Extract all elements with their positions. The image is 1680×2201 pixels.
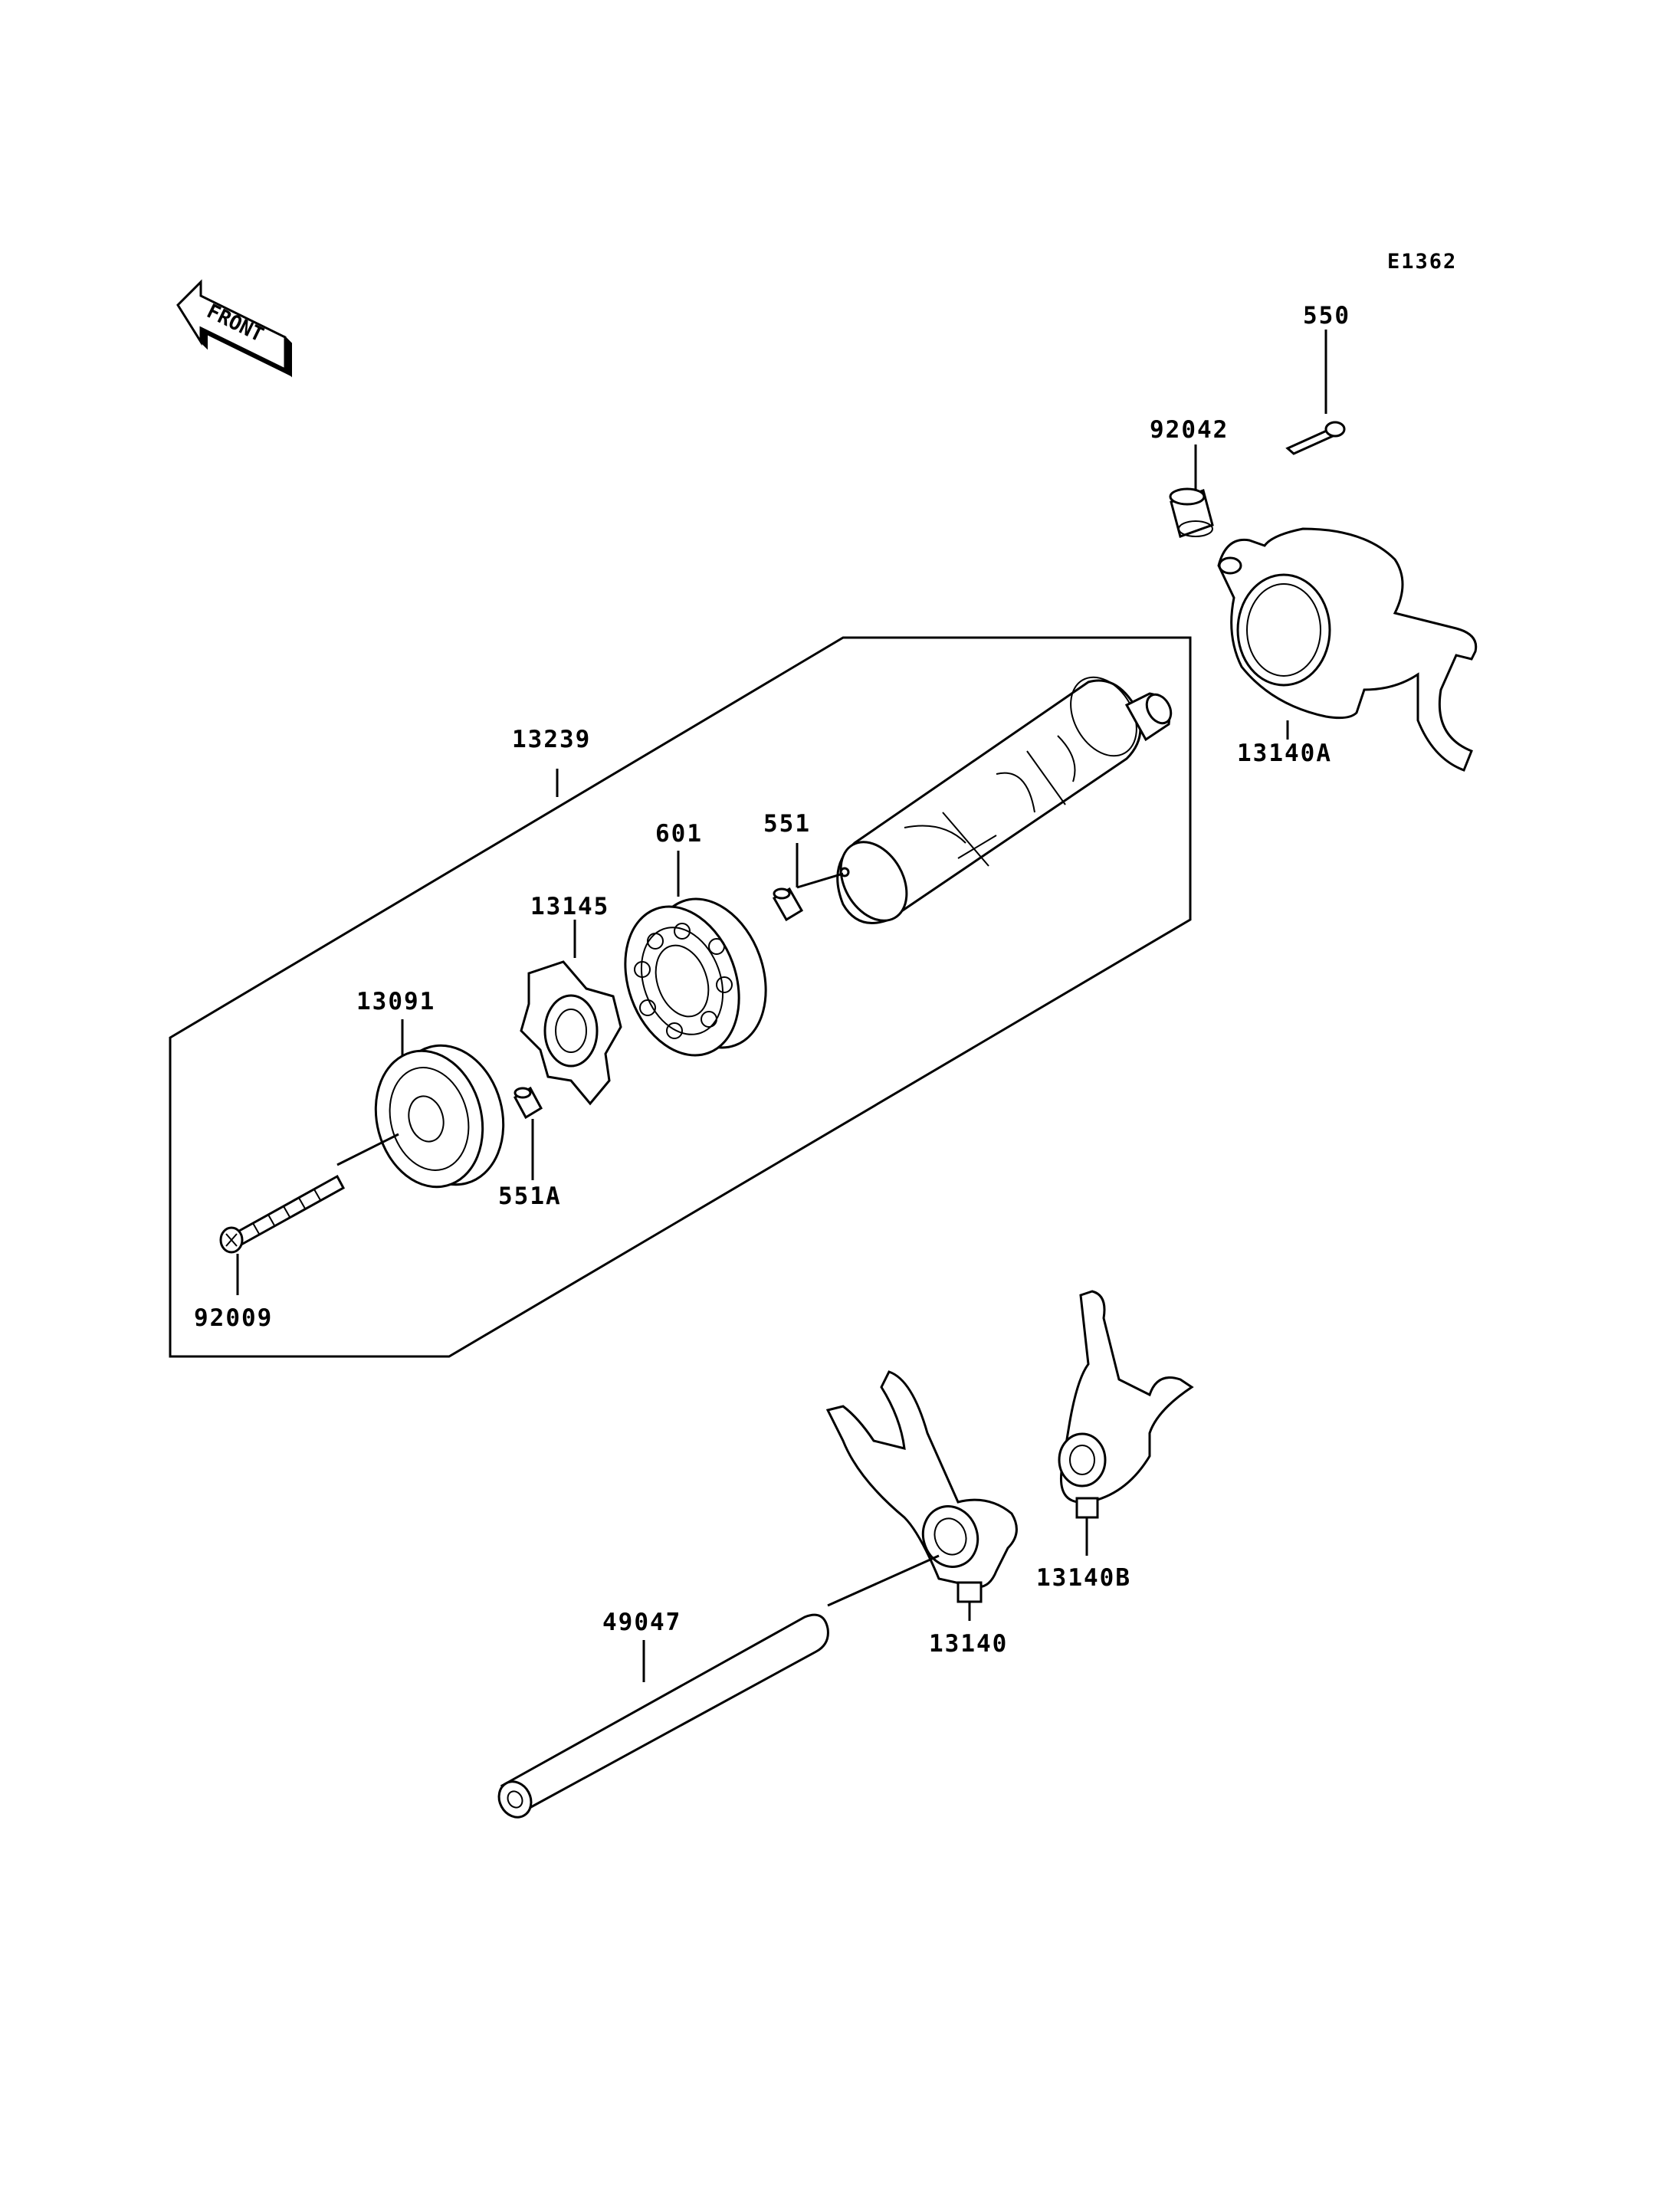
part-label-551a: 551A bbox=[498, 1183, 562, 1210]
part-label-13140b: 13140B bbox=[1036, 1564, 1131, 1592]
part-label-92009: 92009 bbox=[194, 1304, 274, 1332]
screw-icon bbox=[219, 1133, 399, 1295]
holder-plate-icon bbox=[374, 1019, 505, 1189]
ball-bearing-icon bbox=[624, 851, 767, 1057]
part-label-13145: 13145 bbox=[530, 893, 610, 920]
diagram-code: E1362 bbox=[1387, 250, 1458, 274]
part-label-13091: 13091 bbox=[356, 988, 436, 1015]
assembly-bracket bbox=[169, 636, 1192, 1358]
shift-drum-icon bbox=[836, 676, 1173, 924]
fork-shaft-icon bbox=[497, 1554, 940, 1819]
part-label-92042: 92042 bbox=[1150, 416, 1229, 444]
roller-icon bbox=[1169, 444, 1214, 538]
part-label-551: 551 bbox=[763, 810, 811, 838]
part-label-13140a: 13140A bbox=[1237, 740, 1332, 767]
part-label-49047: 49047 bbox=[602, 1609, 682, 1636]
part-label-601: 601 bbox=[655, 820, 703, 848]
dowel-pin-551-icon bbox=[772, 843, 844, 922]
star-cam-icon bbox=[520, 920, 622, 1106]
shift-fork-13140b-icon bbox=[1058, 1290, 1194, 1556]
front-arrow-icon: FRONT bbox=[176, 279, 292, 378]
part-label-13140: 13140 bbox=[929, 1630, 1009, 1658]
cotter-pin-icon bbox=[1285, 330, 1346, 455]
dowel-pin-551a-icon bbox=[514, 1086, 543, 1180]
shift-fork-13140-icon bbox=[825, 1370, 1018, 1621]
assembly-label-13239: 13239 bbox=[512, 726, 592, 753]
part-label-550: 550 bbox=[1303, 302, 1350, 330]
shift-fork-13140a-icon bbox=[1217, 527, 1478, 772]
